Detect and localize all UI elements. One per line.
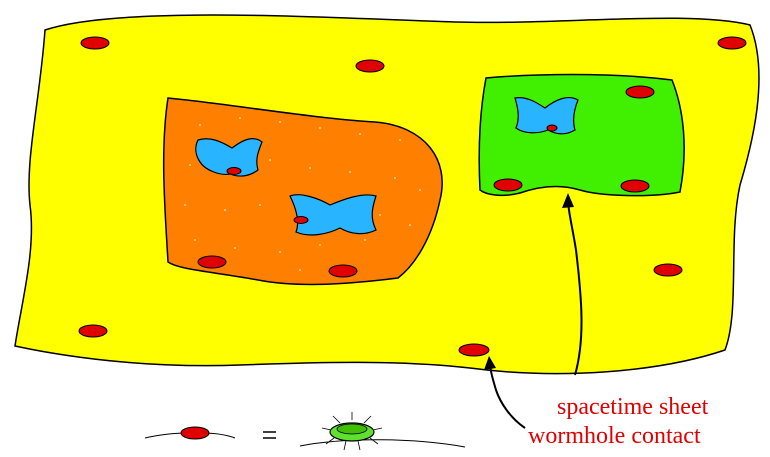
wormhole-contact bbox=[294, 217, 308, 224]
equals-sign bbox=[263, 432, 276, 438]
wormhole-contact bbox=[79, 325, 107, 337]
wormhole-contact bbox=[329, 265, 357, 277]
wormhole-contact bbox=[654, 264, 682, 276]
wormhole-contact bbox=[494, 179, 522, 191]
wormhole-contact bbox=[81, 37, 109, 49]
wormhole-contact bbox=[198, 256, 226, 268]
wormhole-contact bbox=[621, 180, 649, 192]
wormhole-contact bbox=[547, 125, 557, 131]
legend-wormhole-contact bbox=[181, 427, 209, 439]
wormhole-contact-label: wormhole contact bbox=[528, 423, 701, 449]
wormhole-contact bbox=[718, 37, 746, 49]
wormhole-contact bbox=[626, 86, 654, 98]
wormhole-contact bbox=[459, 344, 489, 356]
spacetime-sheet-label: spacetime sheet bbox=[557, 394, 709, 420]
legend-wormhole-tube bbox=[300, 412, 465, 450]
wormhole-contact bbox=[356, 60, 384, 72]
wormhole-contact bbox=[227, 168, 241, 175]
